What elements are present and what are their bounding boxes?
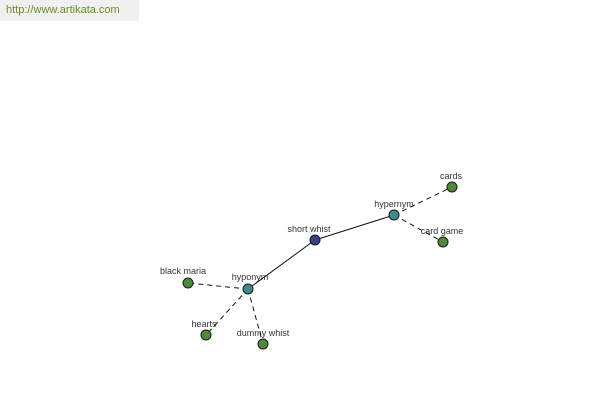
node-black-maria[interactable] — [182, 277, 194, 289]
edges-layer — [187, 186, 453, 345]
node-label-black-maria: black maria — [160, 266, 206, 276]
node-label-card-game: card game — [421, 226, 464, 236]
edge-hypernym-to-card-game — [393, 214, 444, 243]
node-label-hyponym: hyponym — [232, 272, 269, 282]
edge-hypernym-to-cards — [393, 186, 453, 216]
node-label-dummy-whist: dummy whist — [237, 328, 290, 338]
edge-short-whist-to-hypernym — [314, 214, 395, 241]
node-cards[interactable] — [446, 181, 458, 193]
site-url-link[interactable]: http://www.artikata.com — [0, 0, 139, 21]
edge-hyponym-to-hearts — [205, 288, 249, 336]
edge-short-whist-to-hyponym — [247, 239, 316, 290]
edge-hyponym-to-dummy-whist — [247, 288, 264, 345]
node-dummy-whist[interactable] — [257, 338, 269, 350]
edge-hyponym-to-black-maria — [187, 282, 249, 290]
labels-layer: short whist hypernym hyponym cards card game… — [160, 171, 463, 338]
node-label-cards: cards — [440, 171, 463, 181]
node-label-short-whist: short whist — [287, 224, 331, 234]
node-hearts[interactable] — [200, 329, 212, 341]
node-hypernym[interactable] — [388, 209, 400, 221]
node-label-hearts: hearts — [191, 319, 217, 329]
nodes-layer — [182, 181, 458, 350]
node-short-whist[interactable] — [309, 234, 321, 246]
node-card-game[interactable] — [437, 236, 449, 248]
node-hyponym[interactable] — [242, 283, 254, 295]
node-label-hypernym: hypernym — [374, 199, 414, 209]
